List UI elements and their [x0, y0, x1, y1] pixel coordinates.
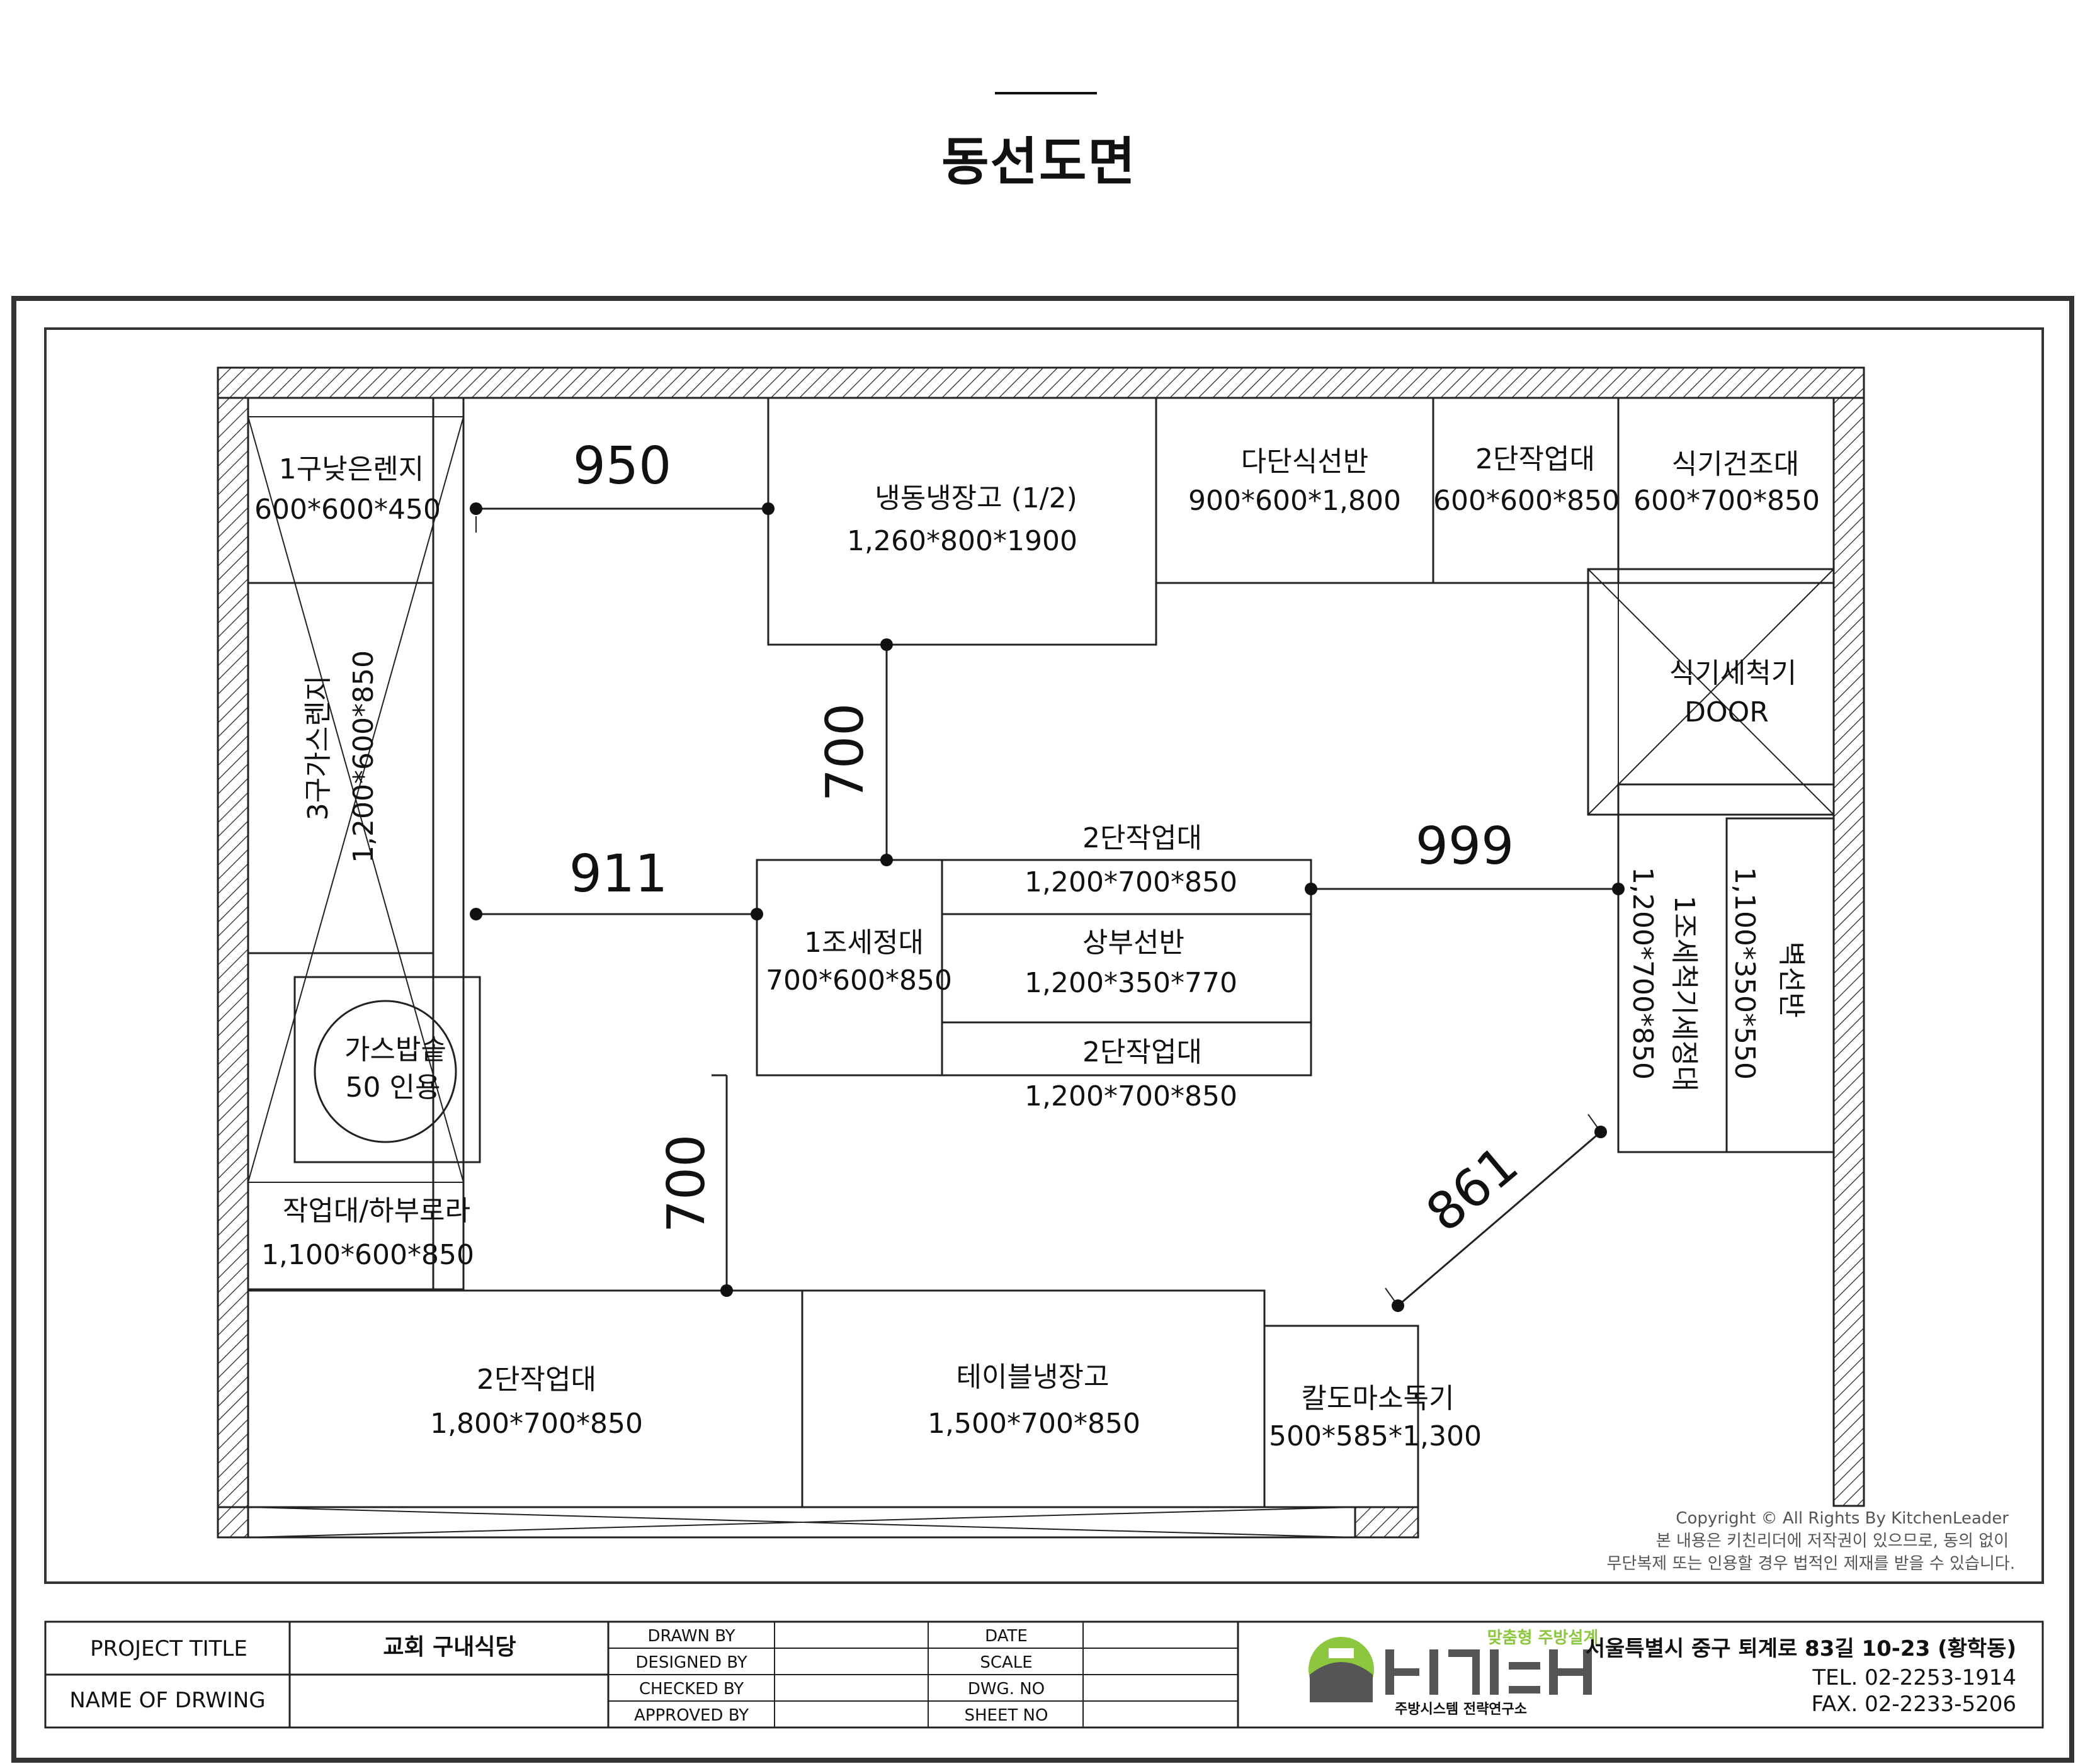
copyright-line-1: Copyright © All Rights By KitchenLeader — [1676, 1509, 2009, 1528]
label-worktable-bottom: 2단작업대 — [477, 1364, 596, 1396]
dim-700-top: 700 — [815, 703, 875, 802]
right-equipment — [1587, 568, 1835, 1153]
logo-sub: 주방시스템 전략연구소 — [1395, 1702, 1527, 1717]
label-wall-shelf: 벽선반 — [1775, 941, 1807, 1017]
label-dish-sink: 1조세척기세정대 — [1668, 895, 1700, 1091]
label-multi-shelf: 다단식선반 — [1241, 446, 1368, 478]
size-wall-shelf: 1,100*350*550 — [1729, 867, 1761, 1080]
label-table-fridge: 테이블냉장고 — [957, 1361, 1110, 1393]
bottom-equipment — [247, 1289, 1419, 1508]
project-title-value: 교회 구내식당 — [383, 1634, 516, 1660]
dim-700-bottom: 700 — [657, 1134, 717, 1233]
dim-999: 999 — [1416, 817, 1514, 876]
label-gas-range-3: 3구가스렌지 — [302, 676, 334, 820]
dim-950: 950 — [573, 436, 672, 496]
size-dish-dryer: 600*700*850 — [1633, 485, 1820, 517]
flow-lines — [470, 502, 1625, 1312]
company-address: 서울특별시 중구 퇴계로 83길 10-23 (황학동) — [1586, 1636, 2016, 1661]
label-worktable-mid-b: 2단작업대 — [1082, 1036, 1202, 1068]
label-gas-rice-pot-capacity: 50 인용 — [346, 1071, 441, 1104]
drawn-by-label: DRAWN BY — [647, 1627, 735, 1646]
dwg-no-label: DWG. NO — [968, 1680, 1045, 1699]
label-freezer-fridge: 냉동냉장고 (1/2) — [875, 482, 1077, 514]
label-dishwasher-door: DOOR — [1684, 696, 1769, 728]
center-island — [756, 859, 1312, 1077]
label-knife-sterilizer: 칼도마소독기 — [1302, 1382, 1455, 1415]
size-knife-sterilizer: 500*585*1,300 — [1269, 1420, 1482, 1452]
logo-tagline: 맞춤형 주방설계 — [1487, 1629, 1599, 1648]
drawing-name-label: NAME OF DRWING — [69, 1688, 265, 1713]
company-logo — [1309, 1637, 1592, 1702]
checked-by-label: CHECKED BY — [639, 1680, 744, 1699]
size-worktable-mid-b: 1,200*700*850 — [1025, 1080, 1237, 1112]
dim-861: 861 — [1416, 1134, 1530, 1243]
copyright-line-2: 본 내용은 키친리더에 저작권이 있으므로, 동의 없이 — [1656, 1532, 2009, 1551]
size-worktable-top: 600*600*850 — [1433, 485, 1620, 517]
header-rule — [995, 92, 1097, 94]
company-fax: FAX. 02-2233-5206 — [1812, 1692, 2016, 1717]
dim-911: 911 — [569, 844, 668, 904]
label-worktable-top: 2단작업대 — [1475, 443, 1595, 475]
size-upper-shelf: 1,200*350*770 — [1025, 967, 1237, 999]
top-equipment — [767, 397, 1835, 646]
left-equipment — [247, 397, 481, 1291]
sheet-no-label: SHEET NO — [965, 1706, 1048, 1725]
size-worktable-mid-a: 1,200*700*850 — [1025, 866, 1237, 898]
copyright-line-3: 무단복제 또는 인용할 경우 법적인 제재를 받을 수 있습니다. — [1607, 1554, 2015, 1573]
approved-by-label: APPROVED BY — [634, 1706, 749, 1725]
designed-by-label: DESIGNED BY — [635, 1653, 747, 1672]
size-freezer-fridge: 1,260*800*1900 — [847, 525, 1077, 557]
size-table-fridge: 1,500*700*850 — [928, 1408, 1140, 1440]
drawing-frame — [44, 327, 2044, 1584]
size-worktable-roller: 1,100*600*850 — [261, 1239, 474, 1271]
label-worktable-mid-a: 2단작업대 — [1082, 822, 1202, 854]
size-multi-shelf: 900*600*1,800 — [1188, 485, 1401, 517]
label-range-1burner: 1구낮은렌지 — [279, 453, 424, 485]
size-dish-sink: 1,200*700*850 — [1627, 867, 1659, 1080]
outer-frame — [11, 296, 2074, 1763]
size-range-1burner: 600*600*450 — [254, 494, 441, 526]
title-block — [44, 1620, 2044, 1729]
logo-name: 키친리더 — [1460, 1724, 1462, 1726]
date-label: DATE — [985, 1627, 1028, 1646]
size-gas-range-3: 1,200*600*850 — [348, 650, 380, 863]
label-gas-rice-pot: 가스밥솥 — [344, 1034, 446, 1066]
label-sink-1: 1조세정대 — [804, 927, 924, 959]
size-worktable-bottom: 1,800*700*850 — [430, 1408, 643, 1440]
page-title: 동선도면 — [941, 132, 1137, 192]
project-title-label: PROJECT TITLE — [90, 1636, 247, 1661]
size-sink-1: 700*600*850 — [766, 964, 952, 997]
label-worktable-roller: 작업대/하부로라 — [283, 1195, 470, 1227]
label-upper-shelf: 상부선반 — [1082, 927, 1184, 959]
label-dishwasher: 식기세척기 — [1669, 657, 1797, 689]
label-dish-dryer: 식기건조대 — [1672, 448, 1799, 480]
scale-label: SCALE — [980, 1653, 1032, 1672]
company-tel: TEL. 02-2253-1914 — [1812, 1665, 2016, 1690]
